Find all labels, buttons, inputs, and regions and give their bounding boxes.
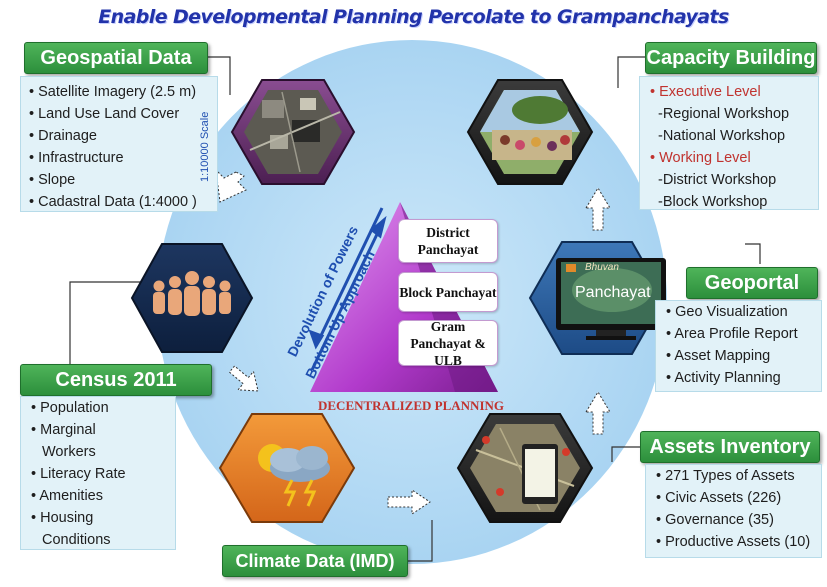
geoportal-heading: Geoportal: [686, 267, 818, 299]
geoportal-hexagon: [528, 241, 666, 355]
diagram-title: Enable Developmental Planning Percolate …: [98, 6, 729, 28]
list-item: • Population: [31, 400, 109, 416]
pyramid-level-district: District Panchayat: [398, 219, 498, 263]
scale-label: 1:10000 Scale: [199, 111, 211, 182]
list-item: • Drainage: [29, 128, 97, 144]
people-icon: [153, 271, 231, 316]
list-item: • Civic Assets (226): [656, 490, 782, 506]
list-item: • Asset Mapping: [666, 348, 771, 364]
geospatial-data-heading: Geospatial Data: [24, 42, 208, 74]
list-item: • Literacy Rate: [31, 466, 126, 482]
list-item: • Area Profile Report: [666, 326, 798, 342]
list-item: • Geo Visualization: [666, 304, 788, 320]
geoportal-list: • Geo Visualization • Area Profile Repor…: [655, 300, 822, 392]
list-item: • Governance (35): [656, 512, 774, 528]
pyramid-level-gram: Gram Panchayat & ULB: [398, 319, 498, 368]
satellite-imagery-hexagon: [230, 79, 356, 185]
decentralized-planning-label: DECENTRALIZED PLANNING: [318, 398, 504, 413]
climate-hexagon: [218, 413, 356, 523]
list-item: -District Workshop: [658, 172, 777, 188]
workshop-photo-hexagon: [466, 79, 594, 185]
climate-data-heading: Climate Data (IMD): [222, 545, 408, 577]
assets-map-hexagon: [456, 413, 594, 523]
list-item: -Regional Workshop: [658, 106, 790, 122]
geospatial-data-list: • Satellite Imagery (2.5 m) • Land Use L…: [20, 76, 218, 212]
list-item: • Slope: [29, 172, 76, 188]
list-item: Workers: [42, 444, 96, 460]
assets-inventory-list: • 271 Types of Assets • Civic Assets (22…: [645, 464, 822, 558]
list-item: • Activity Planning: [666, 370, 781, 386]
monitor-brand: Bhuvan: [585, 262, 619, 273]
monitor-text: Panchayat: [575, 284, 651, 301]
list-item: • 271 Types of Assets: [656, 468, 795, 484]
list-item: • Marginal: [31, 422, 96, 438]
capacity-building-list: • Executive Level -Regional Workshop -Na…: [639, 76, 819, 210]
list-item: • Land Use Land Cover: [29, 106, 180, 122]
pyramid-level-block: Block Panchayat: [398, 272, 498, 312]
list-item: • Infrastructure: [29, 150, 124, 166]
list-item: • Cadastral Data (1:4000 ): [29, 194, 197, 210]
assets-inventory-heading: Assets Inventory: [640, 431, 820, 463]
connector-lines: [69, 56, 761, 562]
list-item: • Executive Level: [650, 84, 761, 100]
census-list: • Population • Marginal Workers • Litera…: [20, 396, 176, 550]
list-item: • Productive Assets (10): [656, 534, 811, 550]
flow-arrows: [215, 168, 611, 515]
census-heading: Census 2011: [20, 364, 212, 396]
list-item: • Housing: [31, 510, 94, 526]
list-item: • Satellite Imagery (2.5 m): [29, 84, 197, 100]
capacity-building-heading: Capacity Building: [645, 42, 817, 74]
list-item: -Block Workshop: [658, 194, 768, 210]
list-item: • Working Level: [650, 150, 751, 166]
list-item: Conditions: [42, 532, 111, 548]
list-item: -National Workshop: [658, 128, 786, 144]
devolution-arrows: [308, 207, 387, 371]
list-item: • Amenities: [31, 488, 103, 504]
